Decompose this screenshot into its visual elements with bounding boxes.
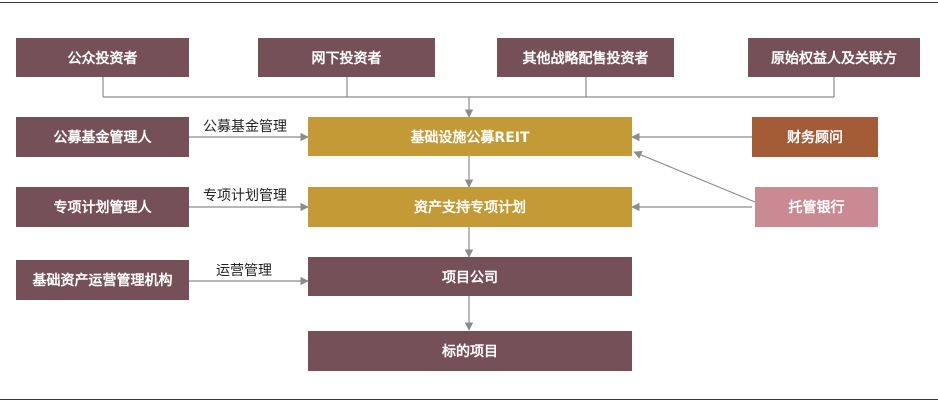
target-project-box: 标的项目 <box>308 331 632 371</box>
operator-box: 基础资产运营管理机构 <box>16 260 189 300</box>
custodian-bank-box: 托管银行 <box>755 187 878 227</box>
investor-original-owner: 原始权益人及关联方 <box>748 38 920 77</box>
investor-public: 公众投资者 <box>16 38 189 77</box>
label-plan-management: 专项计划管理 <box>203 188 287 204</box>
abs-plan-box: 资产支持专项计划 <box>308 187 632 227</box>
label-operation-management: 运营管理 <box>216 263 272 279</box>
public-reit-box: 基础设施公募REIT <box>308 117 632 156</box>
investor-strategic: 其他战略配售投资者 <box>497 38 674 77</box>
fund-manager-box: 公募基金管理人 <box>16 117 189 157</box>
custodian-to-reit-arrow <box>633 151 756 203</box>
plan-manager-box: 专项计划管理人 <box>16 187 189 227</box>
financial-advisor-box: 财务顾问 <box>752 117 878 157</box>
top-border <box>0 2 938 3</box>
project-company-box: 项目公司 <box>308 257 632 296</box>
bottom-border <box>0 399 938 400</box>
investor-offline: 网下投资者 <box>258 38 435 77</box>
label-fund-management: 公募基金管理 <box>203 119 287 135</box>
